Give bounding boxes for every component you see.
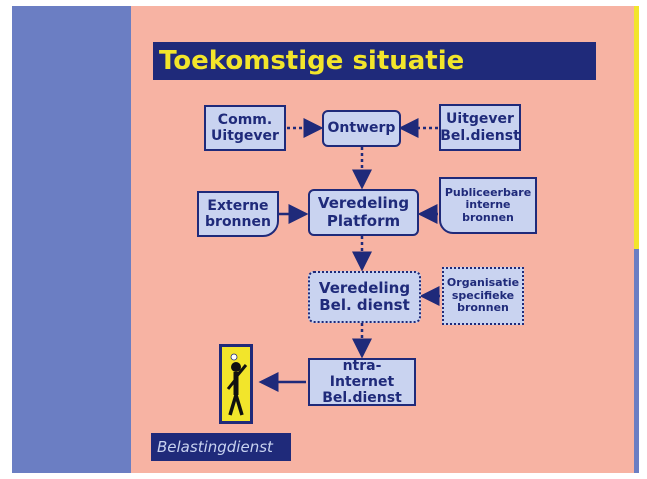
slide: Toekomstige situatie Comm. Uitgever Ontw… (12, 6, 639, 473)
node-publiceerbare-bronnen: Publiceerbare interne bronnen (439, 177, 537, 234)
right-yellow-band (634, 6, 639, 249)
slide-title: Toekomstige situatie (153, 42, 596, 80)
person-figure-icon (219, 344, 253, 424)
connector-layer (258, 118, 440, 392)
node-veredeling-platform: Veredeling Platform (308, 189, 419, 236)
node-comm-uitgever: Comm. Uitgever (204, 105, 286, 151)
belastingdienst-logo: Belastingdienst (151, 433, 291, 461)
left-color-band (12, 6, 131, 473)
right-blue-band (634, 249, 639, 473)
node-ontwerp: Ontwerp (322, 110, 401, 147)
node-uitgever-beldienst: Uitgever Bel.dienst (439, 104, 521, 151)
node-intra-internet: ntra- Internet Bel.dienst (308, 358, 416, 406)
node-veredeling-beldienst: Veredeling Bel. dienst (308, 271, 421, 323)
node-organisatie-bronnen: Organisatie specifieke bronnen (442, 267, 524, 325)
node-externe-bronnen: Externe bronnen (197, 191, 279, 237)
